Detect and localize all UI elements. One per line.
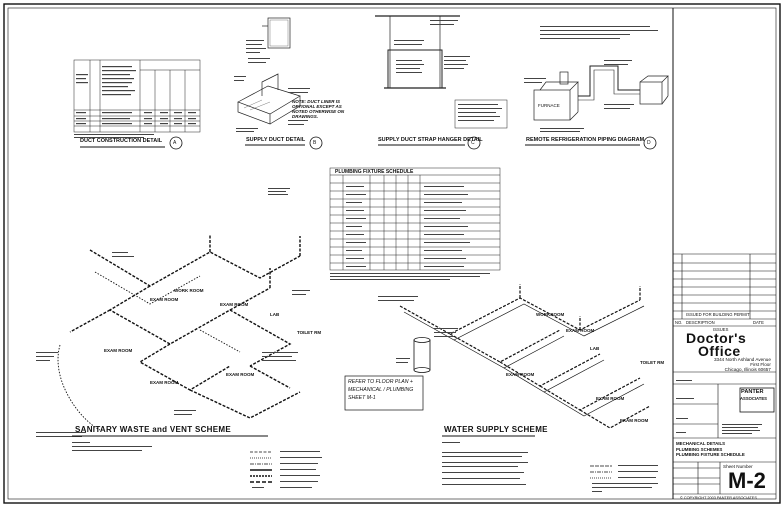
detail-a-title: DUCT CONSTRUCTION DETAIL	[80, 138, 163, 144]
detail-c-title: SUPPLY DUCT STRAP HANGER DETAIL	[378, 137, 483, 143]
fixture-schedule-table	[329, 167, 501, 271]
sanitary-piping	[69, 234, 301, 419]
address-line: 3344 North Ashland Avenue	[714, 357, 771, 362]
room-label: EXAM ROOM	[620, 418, 649, 423]
note-line: MECHANICAL / PLUMBING	[348, 387, 414, 393]
room-label: EXAM ROOM	[150, 297, 179, 302]
floor-plan-reference-note: REFER TO FLOOR PLAN + MECHANICAL / PLUMB…	[348, 378, 413, 402]
room-label: WORK ROOM	[174, 288, 204, 293]
detail-b-title: SUPPLY DUCT DETAIL	[246, 137, 306, 143]
issue-no-label: NO.	[675, 320, 683, 325]
issue-entry: ISSUED FOR BUILDING PERMIT	[686, 312, 750, 317]
water-heater	[413, 337, 431, 373]
water-legend	[590, 465, 612, 479]
drawing-title-line: MECHANICAL DETAILS	[676, 441, 726, 446]
address-line: Chicago, Illinois 60657	[724, 367, 771, 372]
detail-b-note: NOTE: DUCT LINER IS OPTIONAL EXCEPT AS N…	[292, 99, 345, 119]
drawing-title-line: PLUMBING FIXTURE SCHEDULE	[676, 452, 745, 457]
supply-duct-drawing	[237, 17, 301, 125]
project-address: 3344 North Ashland Avenue First Floor Ch…	[714, 357, 771, 372]
title-block-grid	[673, 253, 776, 495]
detail-b-tag: B	[313, 139, 317, 146]
strap-hanger-drawing	[375, 15, 460, 89]
room-label: WORKROOM	[536, 312, 565, 317]
schedule-title: PLUMBING FIXTURE SCHEDULE	[335, 169, 414, 175]
room-label: EXAM ROOM	[506, 372, 535, 377]
detail-a-tag: A	[173, 139, 177, 146]
room-label: TOILET RM	[640, 360, 665, 365]
copyright-note: © COPYRIGHT 2003 PANTER ASSOCIATES	[680, 496, 757, 500]
water-scheme-title: WATER SUPPLY SCHEME	[444, 425, 548, 434]
project-name-line2: Office	[698, 343, 741, 359]
room-label: LAB	[590, 346, 600, 351]
sanitary-scheme-title: SANITARY WASTE and VENT SCHEME	[75, 425, 231, 434]
detail-c-tag: C	[471, 139, 475, 146]
issue-description-label: DESCRIPTION	[686, 320, 715, 325]
refrigeration-diagram	[533, 65, 669, 121]
drawing-title-line: PLUMBING SCHEMES	[676, 446, 723, 452]
room-label: EXAM ROOM	[220, 302, 249, 307]
note-line: REFER TO FLOOR PLAN +	[348, 379, 413, 385]
detail-d-tag: D	[647, 139, 651, 146]
duct-construction-table	[73, 59, 201, 133]
room-label: EXAM ROOM	[104, 348, 133, 353]
room-label: TOILET RM	[297, 330, 322, 335]
furnace-label: FURNACE	[538, 103, 560, 108]
room-label: EXAM ROOM	[596, 396, 625, 401]
room-label: LAB	[270, 312, 280, 317]
firm-logo-subname: ASSOCIATES	[740, 396, 767, 401]
sheet-number: M-2	[728, 468, 766, 493]
note-line: SHEET M-1	[348, 395, 376, 401]
sheet-number-label: Sheet Number	[723, 464, 753, 469]
room-label: EXAM ROOM	[226, 372, 255, 377]
detail-d-title: REMOTE REFRIGERATION PIPING DIAGRAM	[526, 137, 645, 143]
firm-logo-name: PANTER	[741, 389, 764, 395]
sanitary-legend	[250, 451, 272, 483]
room-label: EXAM ROOM	[150, 380, 179, 385]
issues-caption: ISSUES	[713, 327, 729, 332]
room-label: EXAM ROOM	[566, 328, 595, 333]
issue-date-label: DATE	[753, 320, 764, 325]
project-name-line1: Doctor's	[686, 330, 747, 346]
drawing-title: MECHANICAL DETAILS PLUMBING SCHEMES PLUM…	[676, 441, 745, 458]
water-piping	[399, 284, 651, 429]
address-line: First Floor	[750, 362, 771, 367]
